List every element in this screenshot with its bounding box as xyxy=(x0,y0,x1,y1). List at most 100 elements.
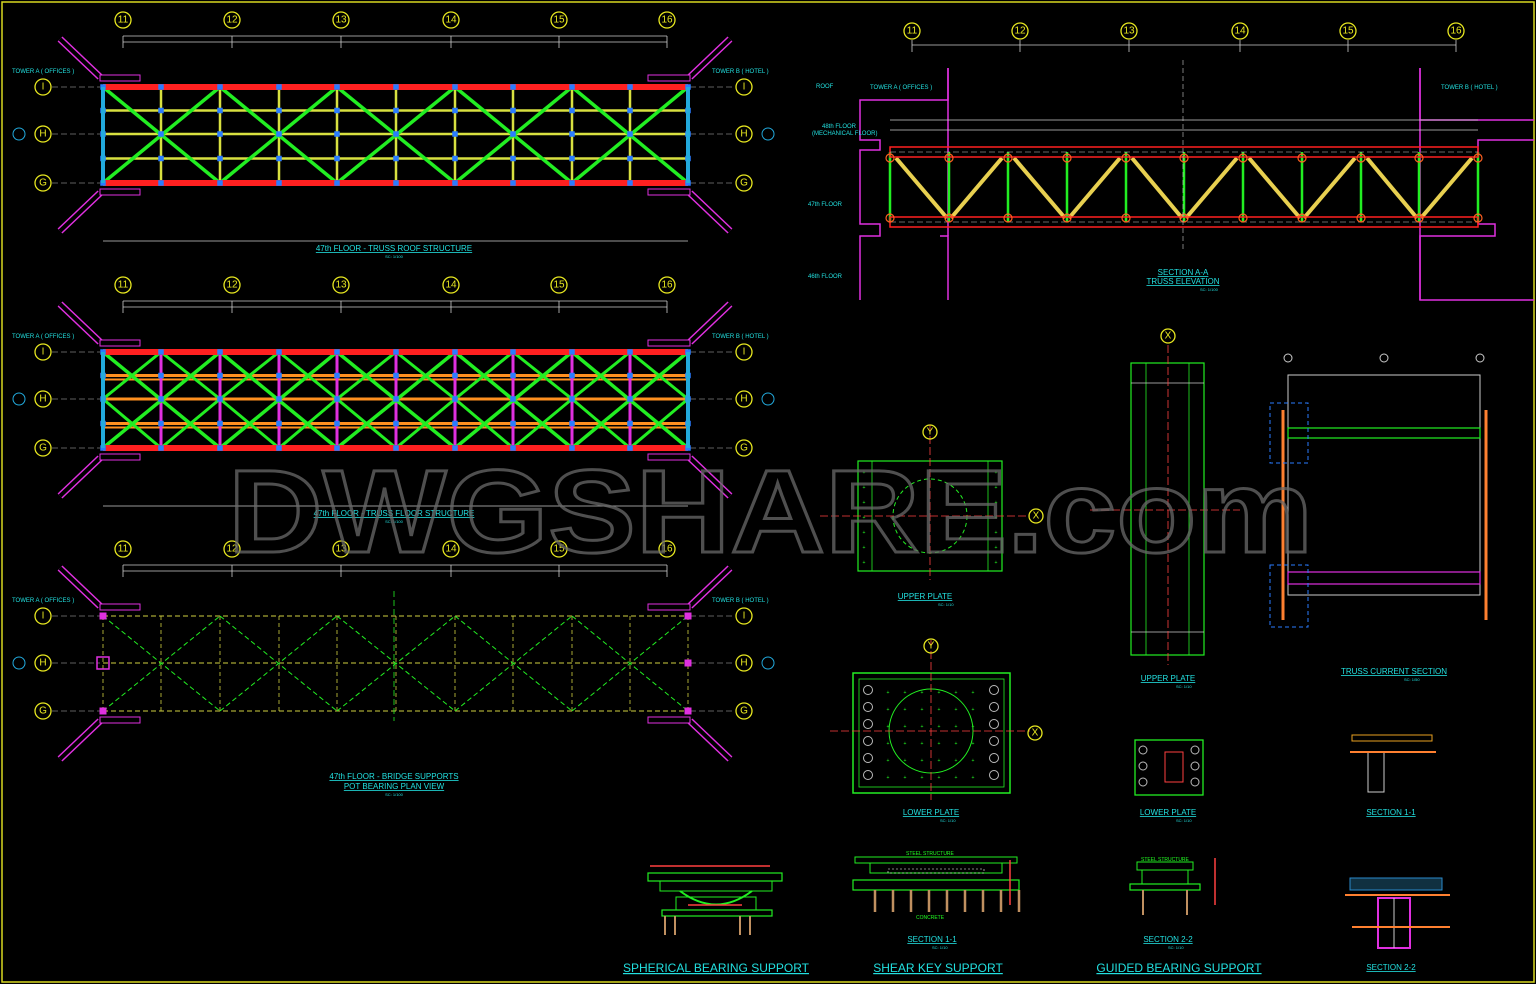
plan-1-node-plate xyxy=(158,155,164,162)
plan-2-node-plate xyxy=(158,349,164,355)
elevation-grid-col-12-label: 12 xyxy=(1014,26,1026,37)
truss-section-frame xyxy=(1287,374,1481,596)
lower-plate-1-anchor: + xyxy=(904,690,907,696)
plan-2-grid-row-G-left-bubble xyxy=(34,439,52,457)
plan-2-grid-col-14-bubble xyxy=(442,276,460,294)
plan-2-node-plate xyxy=(217,396,223,402)
lower-plate-1-anchor: + xyxy=(955,690,958,696)
plan-3-subtitle: POT BEARING PLAN VIEW xyxy=(344,782,445,791)
plan-2-node-plate xyxy=(217,349,223,355)
plan-2-grid-row-I-right-bubble xyxy=(735,343,753,361)
anchor-bolt: + xyxy=(863,560,866,566)
elevation-gusset-node xyxy=(885,153,895,163)
upper-plate-2-scale: SC: 1/10 xyxy=(1176,684,1192,689)
lower-plate-1-anchor: + xyxy=(887,758,890,764)
level-48-note: (MECHANICAL FLOOR) xyxy=(812,131,877,137)
guided-steel-label: STEEL STRUCTURE xyxy=(1141,857,1190,863)
lower-plate-1-anchor: + xyxy=(955,758,958,764)
plan-2-grid-row-H-left-label: H xyxy=(39,394,46,405)
plan-1-section-mark-left xyxy=(12,127,26,141)
lower-plate-1-anchor: + xyxy=(955,724,958,730)
plan-2-tower-a: TOWER A ( OFFICES ) xyxy=(12,334,74,340)
plan-2-core-wall-fill xyxy=(688,302,732,344)
lower-plate-1-anchor: + xyxy=(904,724,907,730)
plan-2-diagonal-brace xyxy=(336,397,397,450)
plan-2-node-plate xyxy=(452,445,458,451)
plan-2-grid-col-12-bubble xyxy=(223,276,241,294)
plan-2-diagonal-brace xyxy=(395,350,456,401)
plan-2-node-plate xyxy=(627,372,633,379)
plan-2-node-plate xyxy=(510,396,516,402)
upper-plate-1-axis-y-marker-label: Y xyxy=(927,427,934,438)
plan-2-node-plate xyxy=(334,372,340,379)
plan-1-node-plate xyxy=(158,180,164,186)
lower-plate-1-anchor: + xyxy=(938,690,941,696)
anchor-bolt: + xyxy=(995,500,998,506)
plan-1-node-plate xyxy=(627,84,633,90)
plan-2-node-plate xyxy=(276,445,282,451)
plan-2-node-plate xyxy=(452,420,458,427)
plan-1-grid-row-H-right-label: H xyxy=(740,129,747,140)
plan-2-diagonal-brace xyxy=(454,350,514,401)
plan-3-diagonal-axis xyxy=(454,615,573,712)
plan-2-grid-row-H-right-bubble xyxy=(735,390,753,408)
plan-1-node-plate xyxy=(510,155,516,162)
plan-1-grid-col-14-label: 14 xyxy=(445,15,457,26)
elevation-gusset-node xyxy=(944,153,954,163)
plan-2-diagonal-brace xyxy=(395,397,456,450)
level-47: 47th FLOOR xyxy=(808,202,843,208)
plan-1-grid-col-11-bubble xyxy=(114,11,132,29)
plan-3-grid-col-11-label: 11 xyxy=(118,544,129,555)
plan-2-scale: SC: 1/100 xyxy=(385,519,404,524)
plan-1-grid-col-16-bubble xyxy=(658,11,676,29)
plan-1-node-plate xyxy=(627,107,633,114)
lower-plate-1-anchor: + xyxy=(904,775,907,781)
lower-plate-1-anchor: + xyxy=(887,724,890,730)
section-2-2-slab xyxy=(1349,877,1443,891)
plan-1-node-plate xyxy=(276,84,282,90)
spherical-base-plate xyxy=(661,909,773,917)
lower-plate-1-bolt xyxy=(863,702,873,712)
spherical-concave-bearing xyxy=(679,890,753,906)
plan-2-wall-stub xyxy=(647,453,691,461)
plan-1-node-plate xyxy=(158,107,164,114)
upper-plate-1-axis-x-marker-bubble xyxy=(1028,508,1044,524)
elevation-gusset-node xyxy=(1238,153,1248,163)
shear-section-scale: SC: 1/10 xyxy=(932,945,948,950)
anchor-bolt: + xyxy=(995,515,998,521)
elevation-gusset-node xyxy=(1297,213,1307,223)
plan-2-node-plate xyxy=(158,396,164,402)
plan-3-grid-col-11-bubble xyxy=(114,540,132,558)
plan-3-grid-col-14-bubble xyxy=(442,540,460,558)
plan-2-node-plate xyxy=(393,349,399,355)
lower-plate-1-anchor: + xyxy=(955,707,958,713)
elevation-grid-col-16-bubble xyxy=(1447,22,1465,40)
plan-1-grid-row-I-left-label: I xyxy=(42,82,45,93)
plan-2-node-plate xyxy=(452,372,458,379)
plan-1-node-plate xyxy=(510,84,516,90)
plan-2-diagonal-brace xyxy=(454,397,514,450)
plan-2-diagonal-brace xyxy=(102,397,162,450)
lower-plate-1-bolt xyxy=(989,770,999,780)
plan-2-node-plate xyxy=(510,372,516,379)
plan-3-wall-stub xyxy=(647,603,691,611)
section-1-1-beam xyxy=(1367,751,1385,793)
plan-3-wall-stub xyxy=(647,716,691,724)
pot-bearing xyxy=(99,707,107,715)
plan-2-wall-stub xyxy=(647,339,691,347)
truss-section-detail-callout xyxy=(1269,564,1309,628)
lower-plate-1-anchor: + xyxy=(938,707,941,713)
elevation-gusset-node xyxy=(1062,153,1072,163)
lower-plate-1 xyxy=(852,672,1011,794)
plan-3-grid-row-H-right-bubble xyxy=(735,654,753,672)
plan-1-grid-col-15-bubble xyxy=(550,11,568,29)
plan-1-wall-stub xyxy=(99,188,141,196)
plan-1-node-plate xyxy=(334,131,340,137)
lower-plate-2-scale: SC: 1/10 xyxy=(1176,818,1192,823)
plan-3-grid-row-H-left-label: H xyxy=(39,658,46,669)
plan-1-node-plate xyxy=(276,180,282,186)
plan-2-node-plate xyxy=(569,396,575,402)
plan-2-grid-col-16-label: 16 xyxy=(661,280,673,291)
plan-2-node-plate xyxy=(158,445,164,451)
